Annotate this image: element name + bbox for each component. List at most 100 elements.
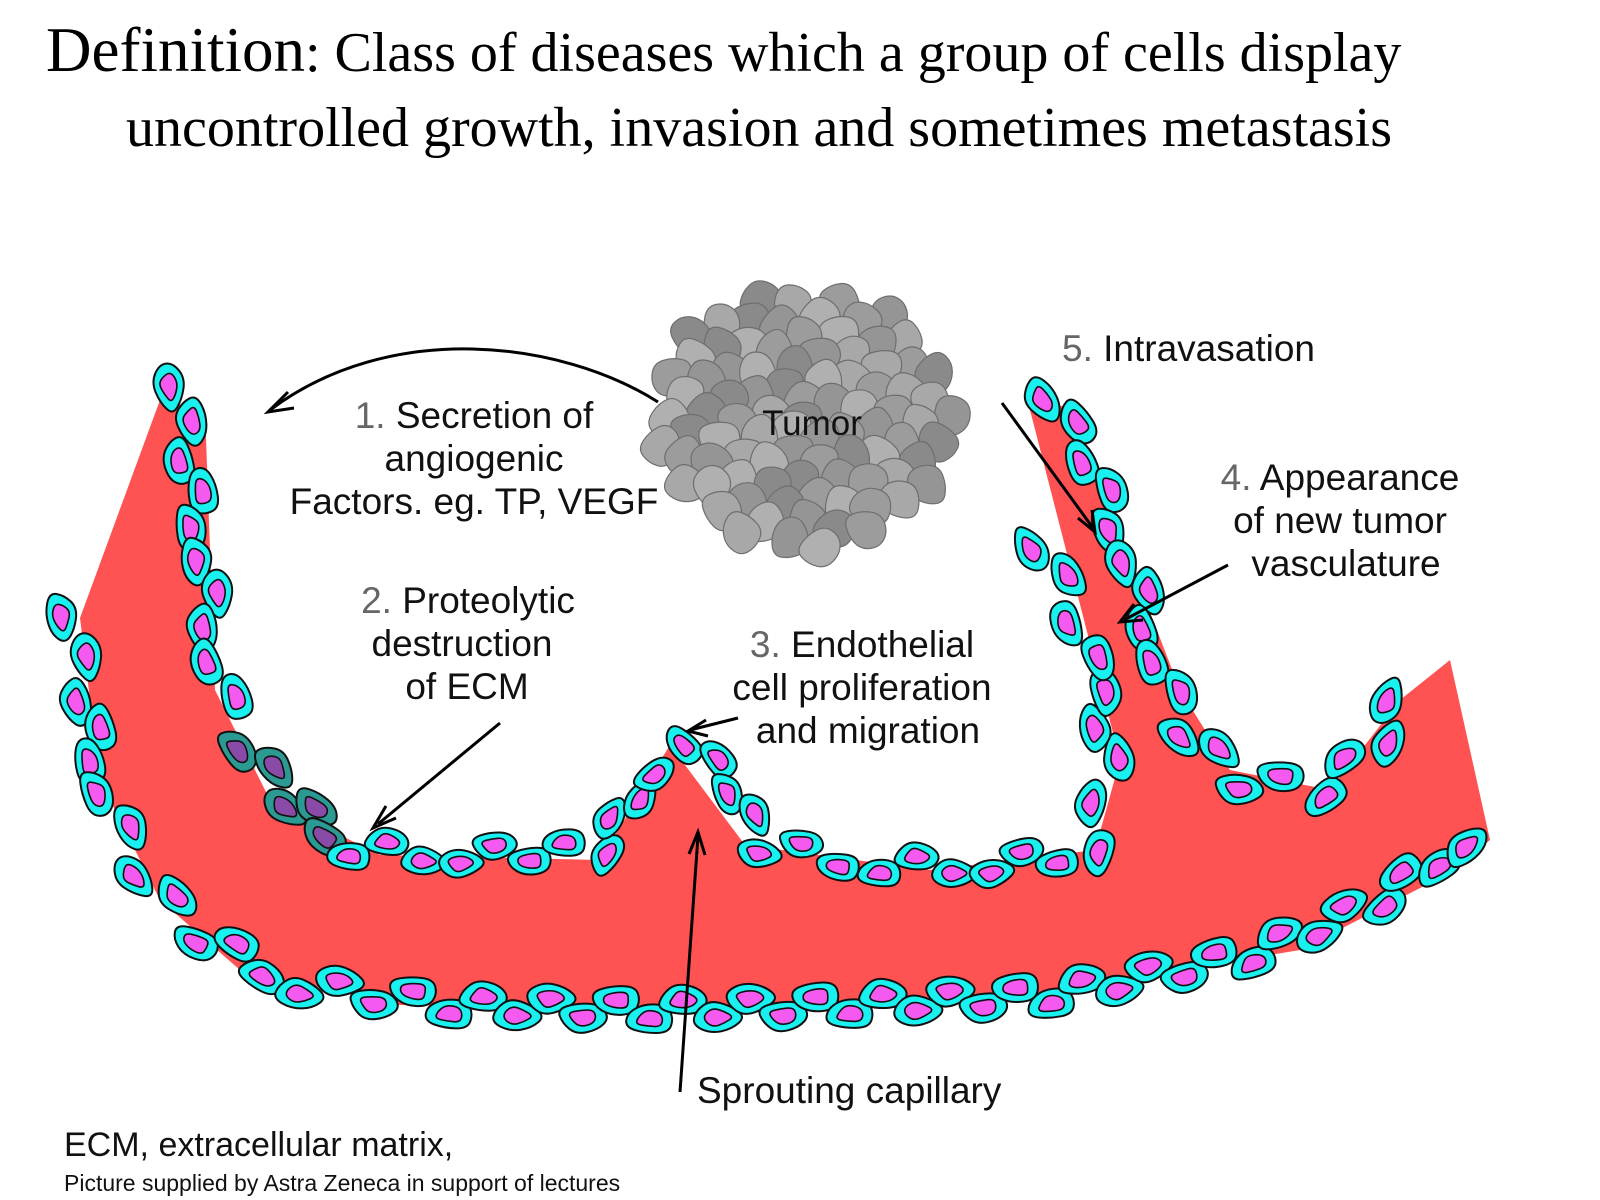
endothelial-cell <box>658 983 708 1015</box>
endothelial-cell <box>1370 719 1406 768</box>
endothelial-cell <box>1446 827 1488 869</box>
page-title-line-1: Definition: Class of diseases which a gr… <box>46 14 1600 87</box>
arrow-step3 <box>689 716 739 732</box>
endothelial-cell <box>1104 539 1137 589</box>
step4-label-line1: 4. Appearance <box>1221 457 1460 498</box>
endothelial-cell <box>825 998 874 1029</box>
endothelial-cell <box>991 972 1039 1003</box>
endothelial-cell <box>175 396 208 447</box>
endothelial-cell <box>1064 439 1100 486</box>
endothelial-cell <box>665 725 704 766</box>
endothelial-cell <box>1050 552 1087 597</box>
endothelial-cell <box>187 466 220 515</box>
endothelial-cell <box>79 771 114 817</box>
endothelial-cell <box>590 834 626 877</box>
arrow-step5 <box>1000 402 1095 529</box>
endothelial-cell <box>253 746 294 789</box>
endothelial-cell <box>858 977 908 1010</box>
arrow-step4-head <box>1116 603 1144 624</box>
endothelial-cell <box>237 958 285 996</box>
endothelial-cell <box>1189 936 1238 969</box>
endothelial-cell <box>998 837 1045 868</box>
endothelial-cell <box>893 841 940 871</box>
endothelial-cell <box>526 982 577 1015</box>
step5-label: 5. Intravasation <box>1062 328 1315 369</box>
step4-label-line2: of new tumor <box>1233 500 1447 541</box>
endothelial-cell <box>591 985 640 1016</box>
endothelial-cell <box>389 976 437 1008</box>
endothelial-cell <box>1214 773 1265 806</box>
endothelial-cell <box>1082 829 1116 878</box>
step4-label-line3: vasculature <box>1251 543 1440 584</box>
ecm-footnote: ECM, extracellular matrix, <box>64 1126 454 1164</box>
endothelial-cell <box>1368 676 1403 724</box>
arrow-step2-head <box>369 805 397 832</box>
endothelial-cell-layers <box>45 362 1488 1035</box>
step2-label-line3: of ECM <box>405 666 528 707</box>
arrow-step1-head <box>263 390 295 415</box>
endothelial-cell <box>1256 916 1303 951</box>
endothelial-cell <box>1156 717 1200 758</box>
arrow-step5-head <box>1077 509 1098 536</box>
endothelial-cell <box>856 858 902 888</box>
endothelial-cell <box>157 874 198 917</box>
endothelial-cell <box>1319 888 1369 924</box>
step3-label-line2: cell proliferation <box>732 667 991 708</box>
endothelial-cell <box>363 826 410 857</box>
endothelial-cell <box>1057 963 1107 995</box>
definition-text-1: Class of diseases which a group of cells… <box>320 22 1402 84</box>
arrow-sprouting-head <box>687 827 707 856</box>
page-title-line-2: uncontrolled growth, invasion and someti… <box>126 97 1393 159</box>
endothelial-cell <box>1034 848 1079 878</box>
endothelial-cell <box>349 988 399 1021</box>
sprouting-capillary-label: Sprouting capillary <box>697 1070 1002 1111</box>
endothelial-cell <box>189 637 224 686</box>
tumor-mass <box>639 280 971 568</box>
endothelial-cell <box>738 793 771 837</box>
endothelial-cell <box>1164 668 1199 716</box>
step3-label-line1: 3. Endothelial <box>750 624 974 665</box>
arrow-step1 <box>269 347 659 412</box>
endothelial-cell <box>791 981 840 1013</box>
endothelial-cell <box>1135 638 1170 686</box>
arrow-sprouting <box>678 835 700 1093</box>
endothelial-cell <box>185 602 218 653</box>
endothelial-cell <box>180 536 213 587</box>
endothelial-cell <box>458 980 508 1012</box>
endothelial-cell <box>1013 526 1050 572</box>
endothelial-cell <box>1059 398 1098 445</box>
endothelial-cell <box>1049 600 1084 647</box>
endothelial-cell <box>592 797 627 840</box>
endothelial-cell <box>710 773 744 816</box>
endothelial-cell <box>315 964 365 997</box>
endothelial-cell <box>295 787 338 827</box>
endothelial-cell <box>632 756 675 792</box>
endothelial-cell <box>1198 728 1240 769</box>
endothelial-cell <box>1295 919 1344 954</box>
endothelial-cell <box>274 977 325 1010</box>
endothelial-cell <box>471 831 518 861</box>
step1-label-line3: Factors. eg. TP, VEGF <box>290 481 659 522</box>
endothelial-cell <box>84 702 118 752</box>
endothelial-cell <box>438 848 485 879</box>
arrow-step3-head <box>684 718 709 738</box>
endothelial-cell <box>1378 852 1424 892</box>
endothelial-cell <box>1159 960 1209 994</box>
endothelial-cell <box>558 1002 608 1034</box>
endothelial-cell <box>216 730 258 773</box>
endothelial-cell <box>815 852 860 882</box>
definition-label: Definition <box>46 15 305 85</box>
endothelial-cell <box>958 992 1009 1024</box>
tumor-cell <box>845 511 887 550</box>
endothelial-cell <box>1094 467 1130 514</box>
step1-label-line2: angiogenic <box>385 438 564 479</box>
arrow-step4 <box>1123 563 1229 622</box>
endothelial-cell <box>69 632 103 682</box>
endothelial-cell <box>1256 761 1305 793</box>
endothelial-cell <box>1023 376 1061 423</box>
endothelial-cell <box>1089 667 1123 717</box>
endothelial-cell <box>220 673 254 720</box>
endothelial-cell <box>968 858 1016 890</box>
arrows <box>263 347 1229 1093</box>
